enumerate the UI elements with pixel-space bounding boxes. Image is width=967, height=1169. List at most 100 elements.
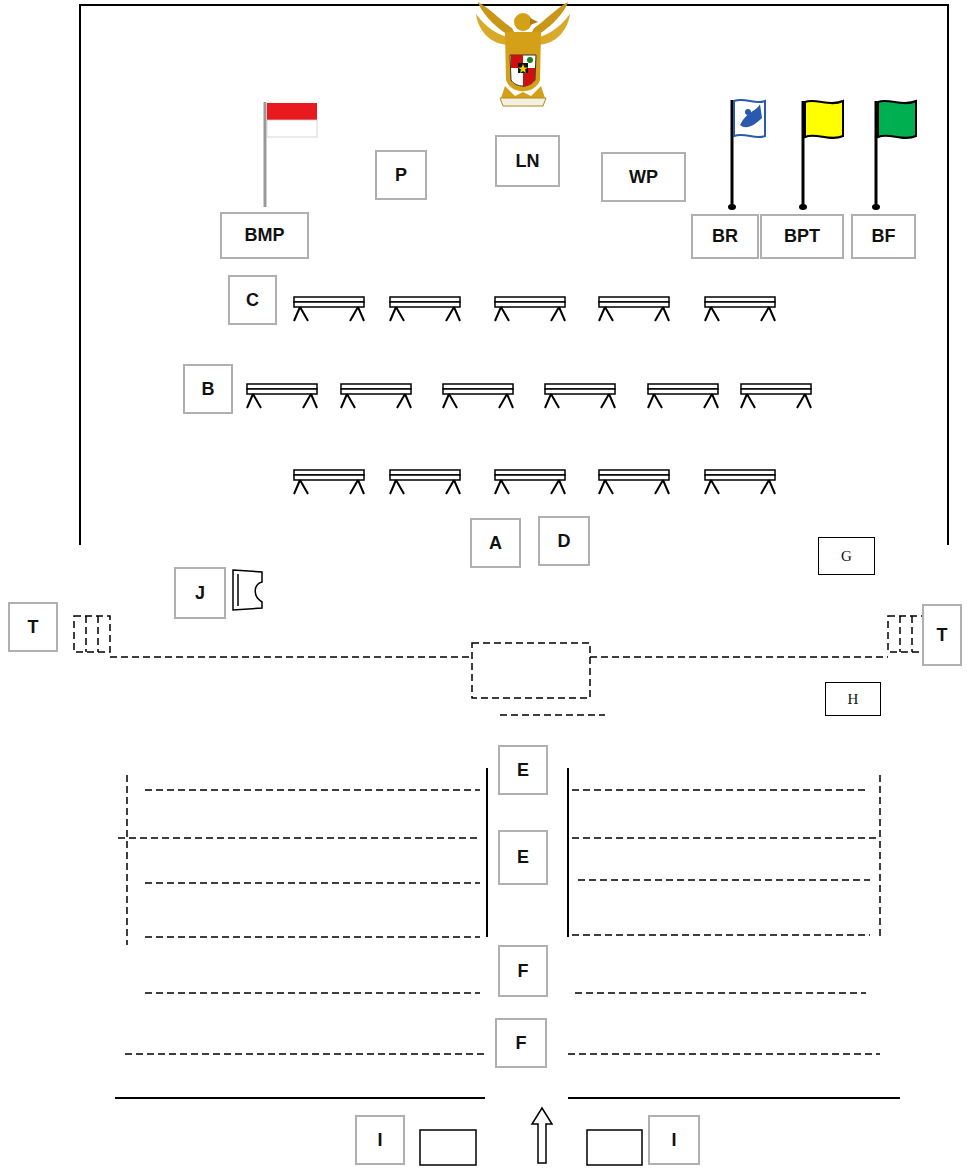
benches — [443, 384, 513, 408]
garuda-emblem — [505, 32, 541, 91]
benches — [545, 384, 615, 408]
area-code: E — [517, 847, 529, 868]
area-code: C — [246, 290, 259, 311]
benches — [247, 384, 317, 408]
benches — [341, 384, 411, 408]
area-label-box: I — [648, 1115, 700, 1165]
indonesian-flag — [267, 120, 317, 137]
flag-br — [728, 100, 765, 210]
dashed-boundaries — [110, 656, 888, 658]
room-wall — [80, 5, 948, 545]
area-label-box: BMP — [220, 212, 309, 259]
area-code: BR — [712, 226, 738, 247]
flag-br — [728, 204, 736, 210]
flag-bpt — [799, 204, 807, 210]
area-label-box: WP — [601, 152, 686, 202]
area-label-box: A — [470, 518, 521, 568]
area-label-box: I — [355, 1115, 405, 1165]
area-code: F — [516, 1033, 527, 1054]
empty-boxes — [420, 1130, 642, 1165]
dashed-boundaries — [568, 790, 880, 1054]
dashed-boundaries — [888, 616, 924, 652]
area-label-box: LN — [495, 135, 560, 187]
dashed-boundaries — [74, 616, 924, 1054]
garuda-emblem — [527, 57, 533, 63]
benches — [599, 297, 669, 321]
area-code: I — [671, 1130, 676, 1151]
garuda-emblem — [510, 55, 536, 86]
chair-icon — [237, 574, 239, 606]
flag-br — [745, 109, 751, 115]
area-label-box: T — [922, 604, 962, 666]
garuda-emblem — [500, 98, 546, 106]
solid-lines — [115, 1097, 900, 1099]
area-code: E — [517, 760, 529, 781]
area-code: F — [518, 961, 529, 982]
indonesian-flag — [265, 102, 317, 207]
benches — [390, 470, 460, 494]
area-code: BMP — [245, 225, 285, 246]
area-label-box: T — [8, 602, 58, 652]
area-label-box: D — [538, 516, 590, 566]
area-code: D — [558, 531, 571, 552]
benches — [648, 384, 718, 408]
area-code: WP — [629, 167, 658, 188]
area-code: J — [195, 583, 205, 604]
garuda-emblem — [518, 64, 528, 73]
area-label-box: F — [495, 1018, 547, 1068]
area-label-box: BF — [851, 214, 916, 259]
room-wall — [80, 5, 948, 545]
area-code: G — [841, 548, 852, 565]
flag-bf — [878, 101, 916, 138]
area-code: BF — [872, 226, 896, 247]
benches — [390, 297, 460, 321]
entrance-arrow — [532, 1108, 552, 1163]
outlined-label-box: H — [825, 682, 881, 716]
benches — [495, 470, 565, 494]
benches — [599, 470, 669, 494]
dashed-boundaries — [500, 714, 605, 716]
dashed-boundaries — [127, 775, 880, 945]
area-code: P — [395, 165, 407, 186]
area-label-box: BPT — [760, 214, 844, 259]
flag-bf — [872, 204, 880, 210]
flag-bpt — [805, 101, 843, 138]
flag-br — [734, 100, 765, 137]
chair-icon — [233, 570, 262, 610]
garuda-emblem — [514, 13, 532, 31]
indonesian-flag — [264, 102, 267, 207]
entrance-arrow — [532, 1108, 552, 1163]
garuda-emblem — [518, 63, 528, 73]
benches — [741, 384, 811, 408]
benches — [247, 297, 811, 494]
dashed-boundaries — [86, 616, 98, 652]
flag-bf — [872, 101, 916, 210]
area-code: A — [489, 533, 502, 554]
garuda-emblem — [501, 86, 545, 98]
dashed-boundaries — [472, 643, 590, 698]
outlined-label-box: G — [818, 537, 875, 575]
chair-icon — [233, 570, 262, 610]
indonesian-flag — [267, 103, 317, 120]
benches — [294, 297, 364, 321]
area-code: LN — [516, 151, 540, 172]
garuda-emblem — [476, 2, 570, 106]
area-label-box: E — [498, 830, 548, 885]
area-code: T — [937, 625, 948, 646]
area-code: H — [848, 691, 859, 708]
dashed-boundaries — [118, 790, 485, 1054]
area-code: I — [377, 1130, 382, 1151]
area-label-box: J — [174, 567, 226, 619]
area-code: B — [202, 379, 215, 400]
solid-lines — [115, 768, 900, 1098]
benches — [495, 297, 565, 321]
area-label-box: F — [498, 945, 548, 997]
area-code: T — [28, 617, 39, 638]
flag-bpt — [799, 101, 843, 210]
dashed-boundaries — [74, 616, 110, 652]
dashed-boundaries — [900, 616, 912, 652]
area-code: BPT — [784, 226, 820, 247]
flag-br — [740, 104, 762, 127]
